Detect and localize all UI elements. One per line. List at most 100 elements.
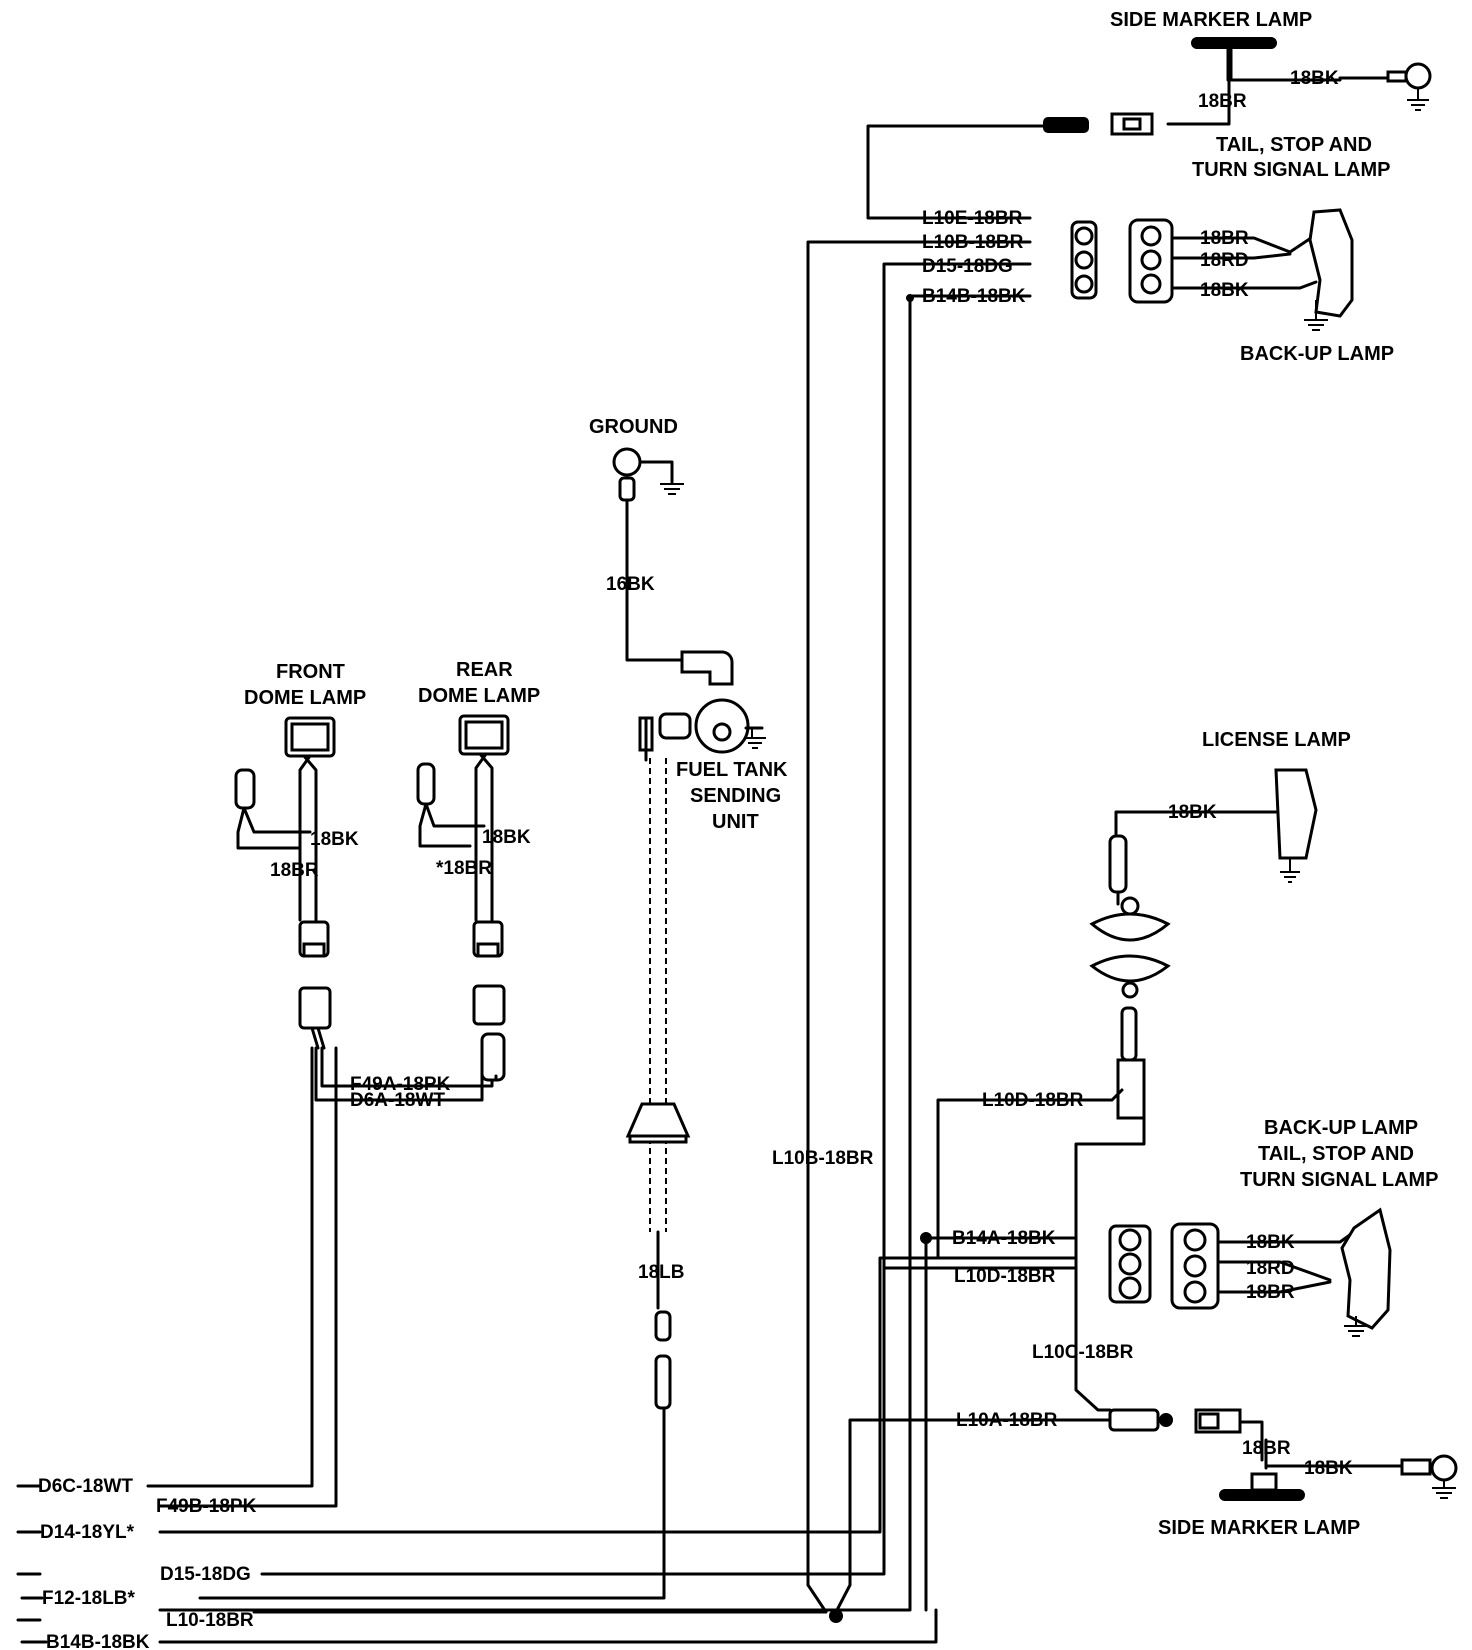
tail-lamp-bottom-body: [1340, 1207, 1392, 1330]
ground-symbol: [1344, 1316, 1368, 1337]
fuel-tank-label-3: UNIT: [712, 811, 759, 833]
harness-d6c-label: D6C-18WT: [38, 1476, 133, 1497]
wire-f12: [198, 1406, 666, 1600]
lamp-top-rd-label: 18RD: [1200, 250, 1249, 271]
wire-d6a-label: D6A-18WT: [350, 1090, 445, 1111]
license-lamp: [1089, 768, 1318, 1120]
harness-b14b-label: B14B-18BK: [46, 1632, 150, 1650]
harness-wires: [16, 1484, 938, 1644]
wire-l10e-label: L10E-18BR: [922, 208, 1023, 229]
fuel-bullet-connector-bottom: [654, 1354, 672, 1410]
license-grommet-cap: [1120, 896, 1140, 916]
side-marker-bottom-bk-label: 18BK: [1304, 1458, 1353, 1479]
wire-d14: [158, 1256, 1076, 1534]
lamp-bottom-br-label: 18BR: [1246, 1282, 1295, 1303]
connector-pin: [1183, 1254, 1207, 1278]
sending-unit-center: [712, 722, 732, 742]
side-marker-bottom-connector-male: [1108, 1408, 1160, 1432]
side-marker-lamp-top-stem: [1226, 46, 1233, 82]
fuel-grommet: [625, 1102, 691, 1138]
side-marker-bottom-br-wire: [1238, 1420, 1268, 1462]
wire-l10c: [1074, 1116, 1146, 1412]
rear-dome-connector-pins: [476, 942, 500, 958]
side-marker-bottom-br-label: 18BR: [1242, 1438, 1291, 1459]
fuel-grommet-base: [628, 1134, 688, 1144]
splice-dot: [906, 294, 914, 302]
wire-f49b: [258, 1046, 338, 1508]
front-dome-label-2: DOME LAMP: [244, 687, 366, 709]
wire-l10d-top-label: L10D-18BR: [982, 1090, 1084, 1111]
lamp-top-br-label: 18BR: [1200, 228, 1249, 249]
side-marker-bottom-connector-tip: [1159, 1413, 1173, 1427]
rear-dome-lamp: [416, 714, 510, 1082]
fuel-bullet-connector-top: [654, 1310, 672, 1342]
fuel-lb-label: 18LB: [638, 1262, 684, 1283]
side-marker-bottom-connector-slot: [1198, 1412, 1220, 1430]
backup-bottom-label-1: BACK-UP LAMP: [1264, 1117, 1418, 1139]
rear-dome-splice-boot: [480, 1032, 506, 1082]
wire-b14b-harness: [158, 1608, 938, 1644]
ground-strap: [638, 460, 674, 484]
ground-symbol: [1432, 1480, 1456, 1499]
side-marker-lamp-top-body: [1191, 37, 1277, 49]
ground-symbol: [1407, 88, 1429, 111]
ground-symbol: [1280, 858, 1300, 883]
license-bk-wire: [1114, 810, 1278, 838]
harness-stubs: [16, 1484, 48, 1644]
rear-dome-lamp-lens: [464, 720, 504, 750]
side-marker-lamp-top: [1043, 37, 1432, 136]
wire-b14b-label: B14B-18BK: [922, 286, 1026, 307]
license-lamp-body: [1274, 768, 1318, 860]
wire-l10b-label: L10B-18BR: [922, 232, 1024, 253]
rear-dome-bk-wire: [418, 802, 486, 848]
harness-d14-label: D14-18YL*: [40, 1522, 135, 1543]
wire-l10c-label: L10C-18BR: [1032, 1342, 1134, 1363]
ground-label: GROUND: [589, 416, 678, 438]
rear-dome-switch-lead: [416, 762, 436, 806]
connector-pin: [1074, 250, 1094, 270]
wire-l10e: [866, 124, 1046, 220]
wire-b14a-label: B14A-18BK: [952, 1228, 1056, 1249]
backup-top-label: BACK-UP LAMP: [1240, 343, 1394, 365]
fuel-tank-sending-unit: [638, 698, 766, 762]
wire-ground-bk: [625, 498, 684, 662]
wire-f49a: [320, 1046, 498, 1088]
license-grommet-upper: [1089, 912, 1171, 942]
license-lower-connector: [1120, 1006, 1138, 1062]
connector-pin: [1140, 249, 1162, 271]
connector-pin: [1140, 225, 1162, 247]
wire-l10b: [806, 240, 1032, 1587]
ground-symbol: [660, 483, 684, 495]
connector-pin: [1183, 1280, 1207, 1304]
ground-terminal: [618, 476, 636, 502]
wire-l10b-vert-label: L10B-18BR: [772, 1148, 874, 1169]
rear-dome-br-wire: [474, 752, 494, 922]
rear-dome-br-label: *18BR: [436, 858, 492, 879]
front-dome-br-wire: [298, 754, 318, 922]
splice-dot: [829, 1609, 843, 1623]
wire-d15: [260, 262, 1032, 1576]
fuel-tank-connector: [680, 650, 734, 686]
side-marker-bottom-lead: [1264, 1458, 1300, 1470]
front-dome-bk-label: 18BK: [310, 829, 359, 850]
connector-pin: [1183, 1228, 1207, 1252]
side-marker-top-br-label: 18BR: [1198, 91, 1247, 112]
license-bullet-connector: [1108, 834, 1128, 894]
backup-bottom-label-2: TAIL, STOP AND: [1258, 1143, 1414, 1165]
tail-lamp-connector-bottom: [1108, 1222, 1220, 1310]
fuel-tank-label-2: SENDING: [690, 785, 781, 807]
side-marker-top-connector-male: [1043, 117, 1089, 133]
tail-stop-top-label-2: TURN SIGNAL LAMP: [1192, 159, 1391, 181]
connector-pin: [1074, 274, 1094, 294]
wire-d15-label: D15-18DG: [922, 256, 1013, 277]
connector-pin: [1140, 273, 1162, 295]
wire-d6a: [314, 1046, 484, 1102]
harness-f12-label: F12-18LB*: [42, 1588, 136, 1609]
wire-f49a-label: F49A-18PK: [350, 1074, 451, 1095]
side-marker-top-ground-eyelet: [1404, 62, 1432, 90]
license-grommet-tip: [1121, 981, 1139, 999]
license-grommet-lower: [1089, 954, 1171, 983]
front-dome-lamp: [234, 716, 336, 1050]
wire-l10: [252, 1583, 852, 1614]
